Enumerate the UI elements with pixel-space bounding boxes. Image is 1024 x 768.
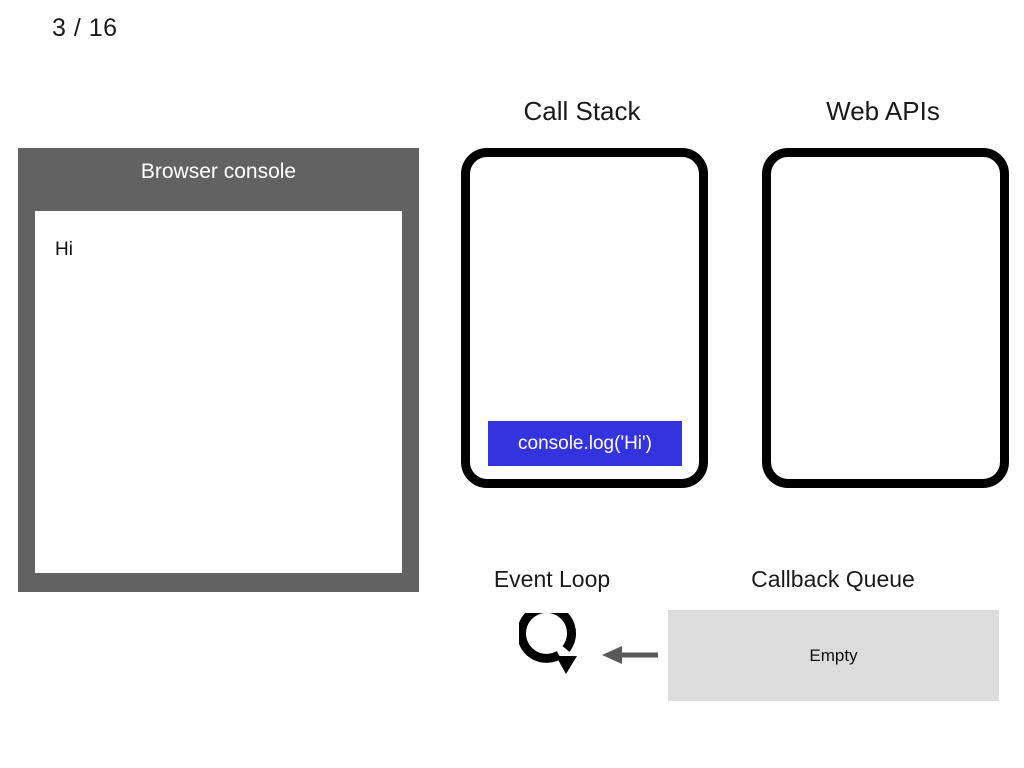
- circular-arrow-icon: [517, 603, 597, 695]
- slide-counter: 3 / 16: [52, 14, 118, 42]
- browser-console-panel: Browser console Hi: [18, 148, 419, 592]
- browser-console-title: Browser console: [140, 160, 297, 183]
- web-apis-heading: Web APIs: [826, 96, 940, 126]
- call-stack-frame[interactable]: console.log('Hi'): [488, 421, 682, 466]
- console-log-line: Hi: [55, 239, 73, 260]
- event-loop-heading: Event Loop: [493, 566, 611, 592]
- callback-queue-heading: Callback Queue: [751, 566, 915, 592]
- browser-console-output-area: Hi: [35, 211, 402, 573]
- call-stack-heading: Call Stack: [523, 96, 641, 126]
- arrow-left-icon: [602, 645, 658, 665]
- call-stack-box: console.log('Hi'): [461, 148, 708, 488]
- callback-queue-status: Empty: [809, 645, 858, 665]
- callback-queue-box: Empty: [668, 610, 999, 701]
- web-apis-box: [762, 148, 1009, 488]
